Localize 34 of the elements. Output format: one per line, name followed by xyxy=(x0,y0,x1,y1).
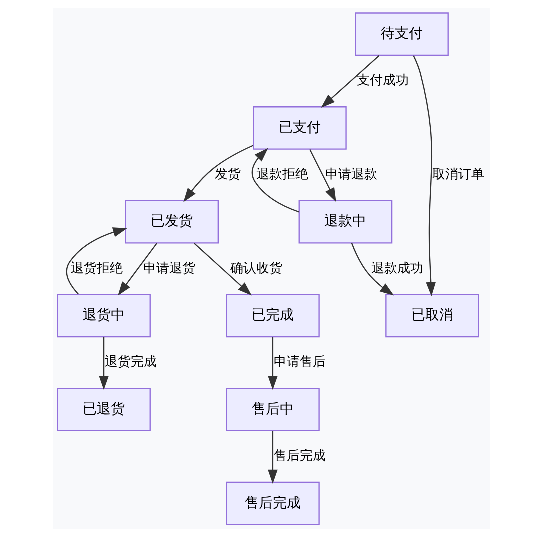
edge-label: 售后完成 xyxy=(273,448,326,464)
edge-label: 确认收货 xyxy=(230,261,282,276)
arrow xyxy=(320,55,380,108)
edge-label: 支付成功 xyxy=(356,74,409,89)
node-box: 退款中 xyxy=(298,200,392,244)
edge-label: 申请退款 xyxy=(325,167,378,182)
edge-label: 退货完成 xyxy=(104,355,157,370)
edge-label: 申请售后 xyxy=(273,355,326,370)
arrow xyxy=(350,243,394,296)
arrow xyxy=(268,337,278,390)
edge-label: 退款拒绝 xyxy=(256,167,308,182)
arrow xyxy=(194,243,252,296)
node-box: 售后完成 xyxy=(226,482,320,526)
arrow xyxy=(309,149,336,202)
edge-label: 退货拒绝 xyxy=(70,261,122,276)
node-box: 已发货 xyxy=(124,200,218,244)
edge-label: 退款成功 xyxy=(370,261,423,276)
edge-label: 发货 xyxy=(214,167,240,182)
node-box: 待支付 xyxy=(354,12,448,56)
node-box: 已支付 xyxy=(252,106,346,150)
edge-label: 取消订单 xyxy=(432,167,484,182)
arrow xyxy=(412,56,436,296)
node-box: 售后中 xyxy=(226,388,320,432)
arrow xyxy=(66,228,127,295)
arrow xyxy=(118,243,157,296)
arrow xyxy=(268,431,278,484)
arrow xyxy=(251,148,299,213)
arrow xyxy=(183,145,253,202)
node-box: 已退货 xyxy=(56,388,150,432)
node-box: 退货中 xyxy=(56,294,150,338)
node-box: 已完成 xyxy=(226,294,320,338)
edge-label: 申请退货 xyxy=(143,261,196,276)
arrow xyxy=(98,337,108,390)
node-box: 已取消 xyxy=(385,294,479,338)
